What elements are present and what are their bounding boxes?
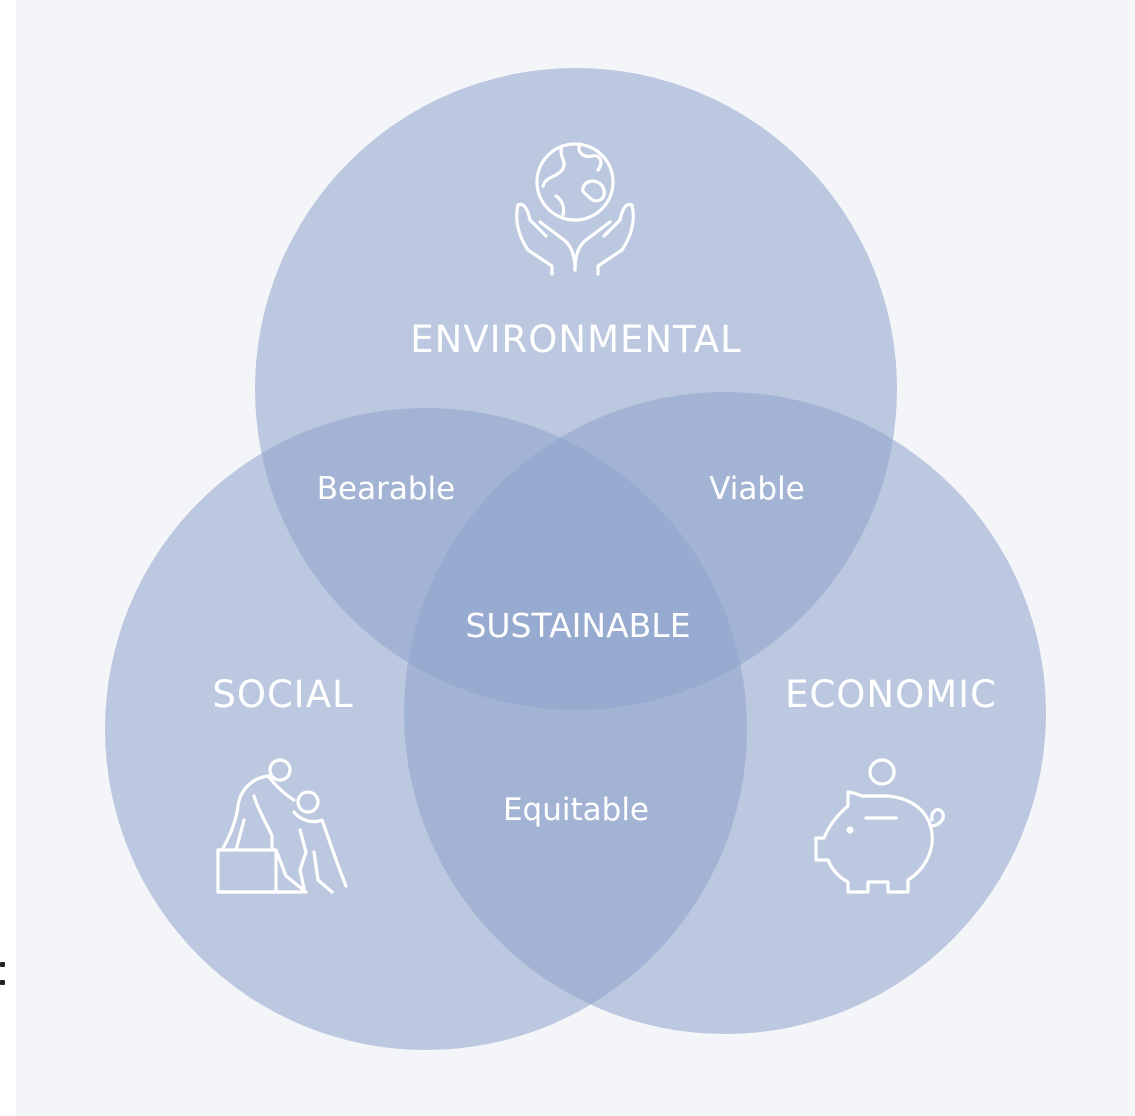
- edge-mark: [0, 962, 6, 988]
- people-helping-icon: [216, 758, 348, 894]
- globe-in-hands-icon: [515, 142, 635, 276]
- sustainable-label: SUSTAINABLE: [465, 606, 690, 645]
- economic-label: ECONOMIC: [785, 673, 997, 716]
- equitable-label: Equitable: [503, 792, 649, 828]
- viable-label: Viable: [709, 471, 805, 507]
- social-label: SOCIAL: [212, 673, 353, 716]
- economic-circle: [404, 392, 1046, 1034]
- environmental-label: ENVIRONMENTAL: [410, 318, 741, 361]
- bearable-label: Bearable: [317, 471, 455, 507]
- piggy-bank-icon: [814, 758, 945, 894]
